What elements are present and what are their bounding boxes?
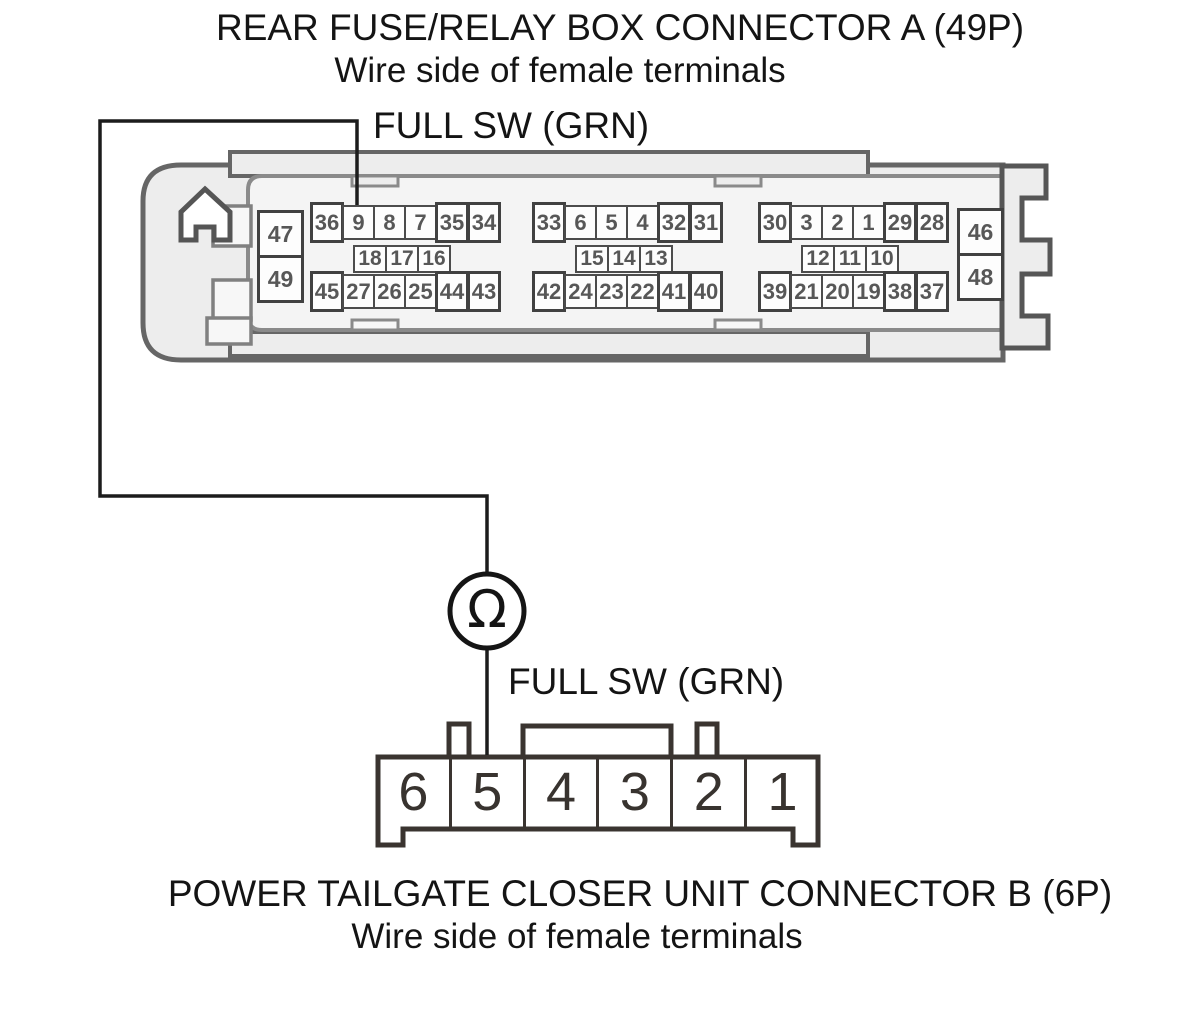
pin-cell: 13 — [639, 245, 673, 273]
pin-row: 12 11 10 — [801, 245, 899, 273]
pin-cell: 3 — [596, 757, 670, 827]
pin-cell: 24 — [564, 274, 597, 309]
pin-row: 45 27 26 25 44 43 — [310, 271, 501, 312]
pin-cell: 22 — [626, 274, 659, 309]
pin-row: 33 6 5 4 32 31 — [532, 202, 723, 243]
pin-group: 33 6 5 4 32 31 15 14 13 42 24 23 22 41 4… — [532, 202, 728, 314]
connector-b-top-tab — [694, 721, 720, 760]
pin-cell: 34 — [467, 202, 501, 243]
connector-b-raised-tab — [520, 723, 674, 760]
pin-cell: 8 — [373, 205, 406, 240]
pin-cell: 37 — [915, 271, 949, 312]
left-wall-notch — [205, 316, 253, 346]
connector-a-top-rib — [228, 150, 870, 178]
connector-b-pin-row: 6 5 4 3 2 1 — [378, 757, 818, 827]
pin-cell: 6 — [564, 205, 597, 240]
pin-cell: 27 — [342, 274, 375, 309]
pin-row: 18 17 16 — [353, 245, 451, 273]
pin-cell: 33 — [532, 202, 566, 243]
connector-a-bottom-rib — [228, 330, 870, 358]
pin-cell: 11 — [833, 245, 867, 273]
pin-cell: 2 — [821, 205, 854, 240]
pin-cell: 23 — [595, 274, 628, 309]
pin-cell: 15 — [575, 245, 609, 273]
pin-cell: 43 — [467, 271, 501, 312]
pin-cell: 9 — [342, 205, 375, 240]
pin-cell: 21 — [790, 274, 823, 309]
pin-cell: 32 — [657, 202, 691, 243]
connector-a-title: REAR FUSE/RELAY BOX CONNECTOR A (49P) — [215, 7, 1025, 48]
pin-cell: 29 — [883, 202, 917, 243]
latch-tab — [350, 174, 400, 188]
latch-tab — [713, 174, 763, 188]
latch-tab — [713, 318, 763, 332]
wire-trace — [98, 119, 489, 574]
pin-row: 39 21 20 19 38 37 — [758, 271, 949, 312]
pin-cell: 18 — [353, 245, 387, 273]
pin-cell: 3 — [790, 205, 823, 240]
left-wall-notch — [211, 278, 253, 322]
ohm-probe-icon — [447, 571, 527, 651]
pin-row: 15 14 13 — [575, 245, 673, 273]
pin-cell: 2 — [670, 757, 744, 827]
pin-cell: 45 — [310, 271, 344, 312]
pin-group: 36 9 8 7 35 34 18 17 16 45 27 26 25 44 4… — [310, 202, 506, 314]
pin-cell: 12 — [801, 245, 835, 273]
pin-cell: 4 — [522, 757, 597, 827]
pin-cell: 41 — [657, 271, 691, 312]
pin-cell: 19 — [852, 274, 885, 309]
pin-cell: 30 — [758, 202, 792, 243]
pin-cell: 1 — [744, 757, 818, 827]
pin-cell: 36 — [310, 202, 344, 243]
pin-cell: 25 — [404, 274, 437, 309]
pin-cell: 48 — [957, 253, 1004, 301]
pin-cell: 26 — [373, 274, 406, 309]
pin-row: 36 9 8 7 35 34 — [310, 202, 501, 243]
pin-cell: 14 — [607, 245, 641, 273]
pin-cell: 28 — [915, 202, 949, 243]
connector-b-subtitle: Wire side of female terminals — [351, 917, 803, 956]
pin-row: 42 24 23 22 41 40 — [532, 271, 723, 312]
pin-cell: 6 — [398, 762, 429, 822]
keying-arrow-icon — [178, 185, 233, 243]
pin-cell: 20 — [821, 274, 854, 309]
pin-group: 30 3 2 1 29 28 12 11 10 39 21 20 19 38 3… — [758, 202, 954, 314]
connector-b-top-tab — [446, 721, 472, 760]
pin-cell: 17 — [385, 245, 419, 273]
pin-cell: 4 — [626, 205, 659, 240]
connector-a-signal-label: FULL SW (GRN) — [373, 105, 650, 146]
pin-cell: 47 — [257, 210, 304, 258]
ohm-symbol: Ω — [467, 579, 507, 640]
pin-cell: 42 — [532, 271, 566, 312]
pin-cell: 5 — [448, 757, 523, 827]
connector-b-title: POWER TAILGATE CLOSER UNIT CONNECTOR B (… — [167, 873, 1113, 914]
pin-cell: 10 — [865, 245, 899, 273]
pin-cell: 7 — [404, 205, 437, 240]
pin-cell: 31 — [689, 202, 723, 243]
pin-cell: 1 — [852, 205, 885, 240]
pin-cell: 40 — [689, 271, 723, 312]
pin-cell: 38 — [883, 271, 917, 312]
connector-a-pin-field: 36 9 8 7 35 34 18 17 16 45 27 26 25 44 4… — [310, 202, 960, 314]
pin-cell: 16 — [417, 245, 451, 273]
pin-cell: 5 — [595, 205, 628, 240]
pin-cell: 46 — [957, 208, 1004, 256]
pin-cell: 44 — [435, 271, 469, 312]
connector-b-signal-label: FULL SW (GRN) — [508, 661, 785, 702]
pin-row: 30 3 2 1 29 28 — [758, 202, 949, 243]
latch-tab — [350, 318, 400, 332]
pin-cell: 49 — [257, 255, 304, 303]
connector-a-subtitle: Wire side of female terminals — [334, 51, 786, 90]
pin-cell: 39 — [758, 271, 792, 312]
pin-cell: 35 — [435, 202, 469, 243]
connector-a-end-castellation — [999, 163, 1053, 351]
